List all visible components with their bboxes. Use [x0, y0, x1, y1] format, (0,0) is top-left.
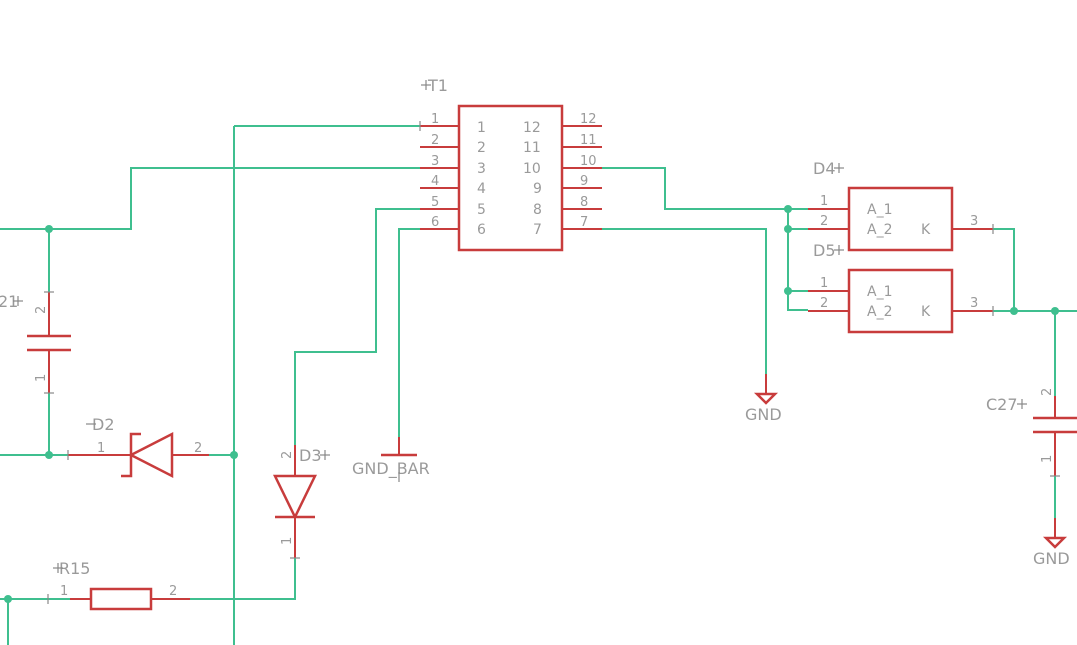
- d4-pin-number: 3: [970, 214, 978, 229]
- t1-pin-number: 7: [580, 215, 588, 230]
- gnd-label: GND: [745, 405, 782, 424]
- wire-d4-d5-anodes: [787, 209, 808, 311]
- t1-pin-number: 12: [580, 112, 597, 127]
- d4-pin-number: 1: [820, 194, 828, 209]
- gnd-triangle: [753, 392, 779, 405]
- d5-component[interactable]: D5 1 2 3 A_1 A_2 K: [808, 241, 994, 334]
- d3-triangle: [272, 474, 318, 520]
- wires: [0, 125, 1077, 645]
- junction-dot: [45, 451, 53, 459]
- c21-label: 21: [0, 292, 18, 311]
- t1-pin-number: 2: [431, 133, 439, 148]
- gnd-triangle: [1042, 536, 1068, 549]
- d4-component[interactable]: D4 1 2 3 A_1 A_2 K: [808, 159, 994, 252]
- t1-inner-pin: 7: [533, 222, 542, 238]
- t1-pin-number: 5: [431, 195, 439, 210]
- c27-pin-number: 1: [1040, 455, 1055, 463]
- r15-pin-number: 1: [60, 584, 68, 599]
- junction-dot: [45, 225, 53, 233]
- c27-label: C27: [986, 395, 1018, 414]
- t1-inner-pin: 4: [477, 181, 486, 197]
- junction-dot: [1010, 307, 1018, 315]
- d5-pin-number: 3: [970, 296, 978, 311]
- r15-component[interactable]: R15 1 2: [47, 559, 190, 611]
- c27-pin-number: 2: [1040, 388, 1055, 396]
- d4-pin-name: K: [921, 222, 931, 238]
- t1-pin-number: 1: [431, 112, 439, 127]
- d4-pin-name: A_2: [867, 222, 892, 238]
- d5-body: [847, 268, 954, 334]
- c27-component[interactable]: C27 2 1: [986, 388, 1077, 477]
- t1-label: T1: [427, 76, 448, 95]
- wire-t1-pin10-d4: [602, 167, 808, 210]
- t1-body: [457, 104, 564, 252]
- t1-inner-pin: 5: [477, 202, 486, 218]
- wire-t1-pin6-gndbar: [398, 228, 420, 437]
- d5-pin-name: K: [921, 304, 931, 320]
- wire-d4-k: [993, 228, 1015, 311]
- junction-dot: [784, 205, 792, 213]
- gnd-label: GND: [1033, 549, 1070, 568]
- d2-pin-number: 1: [97, 441, 105, 456]
- t1-pin-number: 8: [580, 195, 588, 210]
- d4-pin-name: A_1: [867, 202, 892, 218]
- t1-inner-pin: 3: [477, 161, 486, 177]
- junction-dot: [784, 225, 792, 233]
- d4-label: D4: [813, 159, 836, 178]
- t1-inner-pin: 2: [477, 140, 486, 156]
- t1-pin-number: 3: [431, 154, 439, 169]
- gnd-symbol-c27[interactable]: GND: [1033, 518, 1070, 568]
- t1-inner-pin: 9: [533, 181, 542, 197]
- d4-pin-number: 2: [820, 214, 828, 229]
- d5-pin-number: 1: [820, 276, 828, 291]
- c21-pin-number: 1: [34, 374, 49, 382]
- t1-pin-number: 11: [580, 133, 597, 148]
- d2-label: D2: [92, 415, 115, 434]
- junction-dot: [1051, 307, 1059, 315]
- t1-inner-pin: 12: [523, 120, 541, 136]
- d5-label: D5: [813, 241, 836, 260]
- wire-t1-pin7-gnd: [602, 228, 767, 374]
- junction-dot: [230, 451, 238, 459]
- r15-label: R15: [59, 559, 90, 578]
- t1-inner-pin: 1: [477, 120, 486, 136]
- t1-pin-number: 10: [580, 154, 597, 169]
- t1-inner-pin: 6: [477, 222, 486, 238]
- wire-t1-pin3: [0, 167, 420, 230]
- c21-component[interactable]: 2 1 21: [0, 291, 71, 394]
- d5-pin-name: A_2: [867, 304, 892, 320]
- d5-pin-number: 2: [820, 296, 828, 311]
- d3-pin-number: 2: [280, 451, 295, 459]
- t1-pin-number: 4: [431, 174, 439, 189]
- d3-component[interactable]: D3 2 1: [272, 445, 330, 559]
- gnd-symbol-t1[interactable]: GND: [745, 374, 782, 424]
- wire-d3-r15: [190, 558, 296, 600]
- d3-pin-number: 1: [280, 537, 295, 545]
- d4-body: [847, 186, 954, 252]
- r15-pin-number: 2: [169, 584, 177, 599]
- d2-triangle: [128, 431, 174, 479]
- t1-component[interactable]: T1 1 2 3 4 5 6 1 2 3 4 5 6 12 11 10 9 8 …: [419, 76, 602, 252]
- t1-pin-number: 6: [431, 215, 439, 230]
- t1-inner-pin: 11: [523, 140, 541, 156]
- r15-body: [89, 587, 153, 611]
- wire-t1-pin5-d3: [294, 208, 420, 445]
- d2-pin-number: 2: [194, 441, 202, 456]
- d2-zener-bar: [121, 432, 141, 478]
- d5-pin-name: A_1: [867, 284, 892, 300]
- t1-inner-pin: 10: [523, 161, 541, 177]
- junctions: [4, 205, 1059, 603]
- t1-inner-pin: 8: [533, 202, 542, 218]
- junction-dot: [4, 595, 12, 603]
- junction-dot: [784, 287, 792, 295]
- gnd-bar-symbol[interactable]: GND_BAR: [352, 437, 430, 482]
- d3-label: D3: [299, 446, 322, 465]
- gnd-bar-label: GND_BAR: [352, 459, 430, 479]
- c21-pin-number: 2: [34, 306, 49, 314]
- d2-component[interactable]: D2 1 2: [67, 415, 209, 479]
- t1-pin-number: 9: [580, 174, 588, 189]
